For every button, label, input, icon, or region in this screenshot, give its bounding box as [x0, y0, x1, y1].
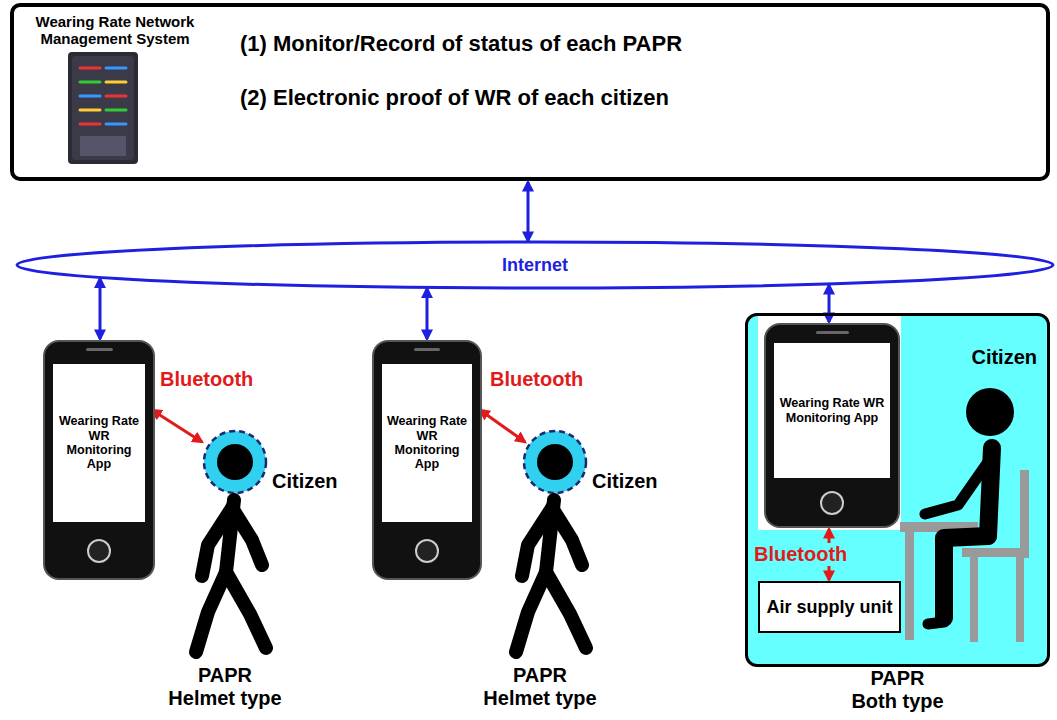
phone-screen: Wearing Rate WR Monitoring App — [774, 343, 890, 478]
panel-ground — [746, 314, 1049, 666]
system-function: (1) Monitor/Record of status of each PAP… — [240, 31, 682, 56]
phone-screen: Wearing Rate WR Monitoring App — [53, 364, 145, 522]
air-supply-box: Air supply unit — [758, 581, 901, 633]
walking-citizen — [196, 431, 266, 652]
papr-type-label: PAPR Helmet type — [165, 664, 285, 710]
link-arrow — [527, 182, 530, 241]
seated-citizen — [925, 388, 1014, 624]
system-heading: Wearing Rate Network Management System — [20, 13, 210, 48]
network-label: Internet — [15, 240, 1055, 290]
phone-screen: Wearing Rate WR Monitoring App — [382, 364, 472, 522]
bluetooth-label: Bluetooth — [490, 368, 583, 391]
speaker-slot — [816, 331, 849, 334]
bluetooth-label: Bluetooth — [160, 368, 253, 391]
papr-type-label: PAPR Both type — [848, 667, 948, 713]
system-box: Wearing Rate Network Management System (1… — [10, 3, 1050, 181]
link-arrow — [99, 278, 102, 339]
workplace-panel: CitizenPAPR Both typeWearing Rate WR Mon… — [745, 313, 1050, 667]
smartphone: Wearing Rate WR Monitoring App — [372, 340, 482, 580]
unit-label: Air supply unit — [763, 597, 897, 618]
citizen-label: Citizen — [971, 346, 1037, 369]
home-button — [87, 539, 111, 563]
speaker-slot — [414, 348, 440, 351]
bluetooth-link — [480, 410, 525, 442]
bluetooth-link — [152, 410, 202, 442]
link-arrow — [426, 288, 429, 339]
phone-backdrop — [758, 316, 901, 530]
home-button — [415, 539, 439, 563]
smartphone: Wearing Rate WR Monitoring App — [43, 340, 155, 580]
app-name: Wearing Rate WR Monitoring App — [53, 414, 145, 472]
app-name: Wearing Rate WR Monitoring App — [774, 396, 890, 425]
app-name: Wearing Rate WR Monitoring App — [382, 414, 472, 472]
speaker-slot — [86, 348, 113, 351]
citizen-label: Citizen — [592, 470, 658, 493]
smartphone: Wearing Rate WR Monitoring App — [764, 323, 900, 528]
papr-type-label: PAPR Helmet type — [480, 664, 600, 710]
citizen-label: Citizen — [272, 470, 338, 493]
link-arrow — [828, 285, 831, 322]
bluetooth-label: Bluetooth — [752, 543, 849, 566]
home-button — [820, 491, 844, 515]
walking-citizen — [516, 431, 586, 652]
internet-ellipse: Internet — [15, 240, 1055, 290]
server-icon — [68, 52, 138, 164]
system-function: (2) Electronic proof of WR of each citiz… — [240, 85, 669, 110]
